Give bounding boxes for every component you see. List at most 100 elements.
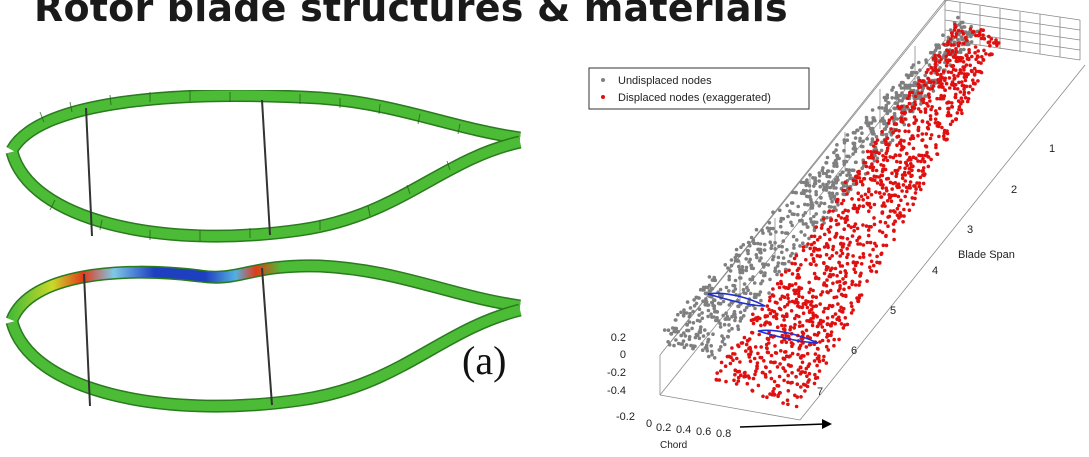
undisplaced-node: [822, 185, 826, 189]
displaced-node: [869, 192, 874, 197]
undisplaced-node: [799, 230, 803, 234]
undisplaced-node: [829, 196, 833, 201]
undisplaced-node: [821, 182, 825, 187]
displaced-node: [926, 104, 930, 108]
undisplaced-node: [754, 253, 759, 257]
undisplaced-node: [874, 134, 879, 139]
undisplaced-node: [786, 214, 790, 219]
displaced-node: [867, 189, 871, 194]
displaced-node: [802, 301, 807, 306]
displaced-node: [768, 311, 773, 316]
displaced-node: [961, 32, 966, 36]
displaced-node: [719, 360, 724, 365]
displaced-node: [787, 284, 792, 288]
displaced-node: [929, 107, 933, 112]
undisplaced-node: [771, 226, 775, 231]
undisplaced-node: [832, 205, 837, 210]
displaced-node: [913, 196, 917, 201]
displaced-node: [864, 164, 869, 169]
displaced-node: [953, 95, 958, 99]
undisplaced-node: [778, 224, 783, 229]
displaced-node: [822, 217, 826, 221]
displaced-node: [896, 104, 900, 109]
displaced-node: [978, 30, 982, 35]
displaced-node: [817, 321, 821, 326]
undisplaced-node: [757, 293, 761, 297]
displaced-node: [937, 60, 942, 64]
displaced-node: [755, 364, 759, 368]
undisplaced-node: [918, 94, 922, 98]
undisplaced-node: [753, 306, 757, 311]
displaced-node: [742, 335, 747, 340]
displaced-node: [782, 378, 786, 383]
undisplaced-node: [756, 241, 760, 246]
undisplaced-node: [743, 308, 747, 313]
undisplaced-node: [701, 334, 706, 338]
undisplaced-node: [835, 156, 840, 161]
undisplaced-node: [734, 247, 739, 252]
displaced-node: [777, 374, 782, 379]
undisplaced-node: [771, 254, 776, 259]
displaced-node: [738, 360, 742, 364]
undisplaced-node: [819, 201, 823, 205]
undisplaced-node: [832, 150, 836, 155]
displaced-node: [897, 216, 901, 220]
displaced-node: [817, 359, 822, 364]
undisplaced-node: [927, 63, 932, 67]
displaced-node: [809, 242, 814, 247]
displaced-node: [791, 342, 795, 346]
undisplaced-node: [827, 191, 832, 195]
undisplaced-node: [718, 287, 723, 292]
x-tick: 0: [646, 418, 652, 430]
undisplaced-node: [828, 194, 832, 198]
displaced-node: [968, 63, 972, 68]
undisplaced-node: [730, 314, 734, 319]
displaced-node: [859, 293, 864, 297]
undisplaced-node: [706, 314, 710, 319]
displaced-node: [812, 234, 817, 239]
undisplaced-node: [902, 122, 907, 127]
displaced-node: [831, 247, 835, 252]
undisplaced-node: [700, 311, 704, 315]
displaced-node: [866, 203, 871, 207]
undisplaced-node: [906, 83, 911, 88]
undisplaced-node: [744, 265, 749, 270]
displaced-node: [851, 308, 855, 312]
displaced-node: [927, 95, 931, 99]
displaced-node: [901, 120, 905, 124]
displaced-node: [872, 174, 877, 179]
displaced-node: [828, 268, 833, 273]
displaced-node: [962, 84, 966, 88]
displaced-node: [841, 198, 846, 203]
displaced-node: [926, 164, 931, 169]
displaced-node: [847, 243, 851, 247]
displaced-node: [868, 253, 872, 257]
displaced-node: [807, 290, 811, 295]
undisplaced-node: [869, 121, 874, 125]
undisplaced-node: [802, 180, 806, 185]
undisplaced-node: [853, 149, 858, 154]
undisplaced-node: [853, 136, 858, 140]
displaced-node: [772, 379, 777, 384]
displaced-node: [957, 99, 961, 103]
undisplaced-node: [803, 202, 807, 207]
displaced-node: [935, 152, 940, 156]
displaced-node: [863, 192, 868, 197]
undisplaced-node: [873, 118, 877, 123]
undisplaced-node: [748, 243, 752, 248]
displaced-node: [941, 134, 946, 139]
undisplaced-node: [700, 348, 705, 353]
undisplaced-node: [706, 303, 711, 307]
displaced-node: [813, 372, 817, 377]
displaced-node: [855, 210, 860, 214]
displaced-node: [785, 293, 790, 297]
undisplaced-node: [813, 178, 817, 183]
shear-web-2: [261, 99, 271, 236]
undisplaced-node: [858, 136, 862, 141]
z-tick: -0.4: [607, 385, 626, 397]
undisplaced-node: [760, 228, 764, 232]
displaced-node: [818, 302, 822, 306]
displaced-node: [951, 67, 956, 72]
displaced-node: [903, 166, 907, 171]
displaced-node: [962, 92, 966, 97]
